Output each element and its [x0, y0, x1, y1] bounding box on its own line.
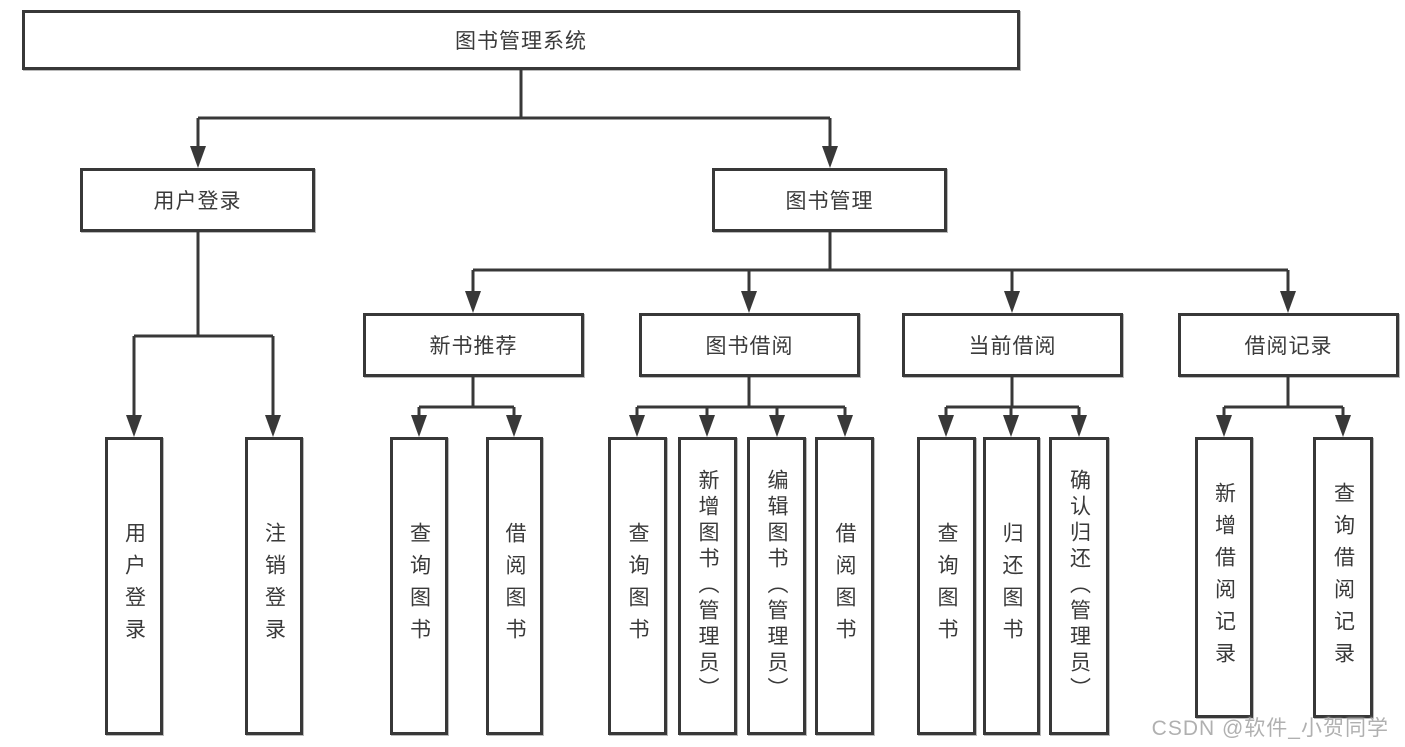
connector-book-borrow-to-leaves — [635, 377, 847, 419]
arrow-down-icon — [1071, 415, 1087, 437]
node-label: 用户登录 — [153, 190, 242, 213]
leaf-newbook-query-books: 查询图书 — [390, 437, 448, 735]
node-label: 当前借阅 — [968, 335, 1057, 358]
node-current-borrow: 当前借阅 — [902, 313, 1123, 377]
node-user-login: 用户登录 — [80, 168, 315, 232]
arrow-down-icon — [1004, 291, 1020, 313]
arrow-down-icon — [822, 146, 838, 168]
leaf-newbook-borrow-books: 借阅图书 — [486, 437, 543, 735]
connector-current-borrow-to-leaves — [944, 377, 1081, 419]
leaf-label: 归还图书 — [1000, 522, 1023, 650]
leaf-label: 编辑图书（管理员） — [765, 469, 788, 703]
arrow-down-icon — [1280, 291, 1296, 313]
leaf-label: 新增图书（管理员） — [696, 469, 719, 703]
arrow-down-icon — [506, 415, 522, 437]
node-label: 借阅记录 — [1244, 335, 1333, 358]
arrowheads — [126, 146, 1351, 437]
node-borrow-records: 借阅记录 — [1178, 313, 1399, 377]
leaf-label: 查询图书 — [935, 522, 958, 650]
arrow-down-icon — [265, 415, 281, 437]
arrow-down-icon — [938, 415, 954, 437]
node-book-management: 图书管理 — [712, 168, 947, 232]
arrow-down-icon — [741, 291, 757, 313]
leaf-label: 查询图书 — [626, 522, 649, 650]
leaf-logout: 注销登录 — [245, 437, 303, 735]
arrow-down-icon — [465, 291, 481, 313]
node-label: 新书推荐 — [429, 335, 518, 358]
arrow-down-icon — [629, 415, 645, 437]
node-book-borrow: 图书借阅 — [639, 313, 860, 377]
leaf-user-login: 用户登录 — [105, 437, 163, 735]
connector-user-login-to-leaves — [132, 232, 275, 419]
arrow-down-icon — [1335, 415, 1351, 437]
arrow-down-icon — [837, 415, 853, 437]
arrow-down-icon — [769, 415, 785, 437]
arrow-down-icon — [126, 415, 142, 437]
leaf-borrow-borrow-books: 借阅图书 — [815, 437, 874, 735]
connector-root-to-level2 — [196, 70, 832, 150]
leaf-current-query-books: 查询图书 — [917, 437, 976, 735]
leaf-current-confirm-return-admin: 确认归还（管理员） — [1049, 437, 1109, 735]
connector-borrow-records-to-leaves — [1222, 377, 1345, 419]
arrow-down-icon — [1003, 415, 1019, 437]
leaf-borrow-query-books: 查询图书 — [608, 437, 667, 735]
arrow-down-icon — [699, 415, 715, 437]
node-label: 图书管理系统 — [455, 30, 587, 53]
leaf-records-query-record: 查询借阅记录 — [1313, 437, 1373, 718]
connector-book-mgmt-to-level3 — [471, 232, 1290, 295]
leaf-label: 确认归还（管理员） — [1067, 469, 1091, 703]
node-label: 图书管理 — [785, 190, 874, 213]
leaf-label: 新增借阅记录 — [1212, 481, 1236, 674]
leaf-label: 查询借阅记录 — [1331, 481, 1355, 674]
leaf-label: 借阅图书 — [503, 522, 526, 650]
leaf-records-add-record: 新增借阅记录 — [1195, 437, 1253, 718]
connector-new-book-to-leaves — [417, 377, 516, 419]
leaf-label: 查询图书 — [407, 522, 431, 650]
arrow-down-icon — [411, 415, 427, 437]
leaf-label: 用户登录 — [122, 522, 146, 650]
csdn-watermark: CSDN @软件_小贺同学 — [1151, 717, 1389, 740]
leaf-borrow-add-books-admin: 新增图书（管理员） — [678, 437, 737, 735]
leaf-borrow-edit-books-admin: 编辑图书（管理员） — [747, 437, 806, 735]
node-label: 图书借阅 — [705, 335, 794, 358]
arrow-down-icon — [190, 146, 206, 168]
node-root-system: 图书管理系统 — [22, 10, 1020, 70]
arrow-down-icon — [1216, 415, 1232, 437]
node-new-book-recommend: 新书推荐 — [363, 313, 584, 377]
leaf-label: 注销登录 — [262, 522, 286, 650]
leaf-current-return-books: 归还图书 — [983, 437, 1040, 735]
leaf-label: 借阅图书 — [833, 522, 856, 650]
